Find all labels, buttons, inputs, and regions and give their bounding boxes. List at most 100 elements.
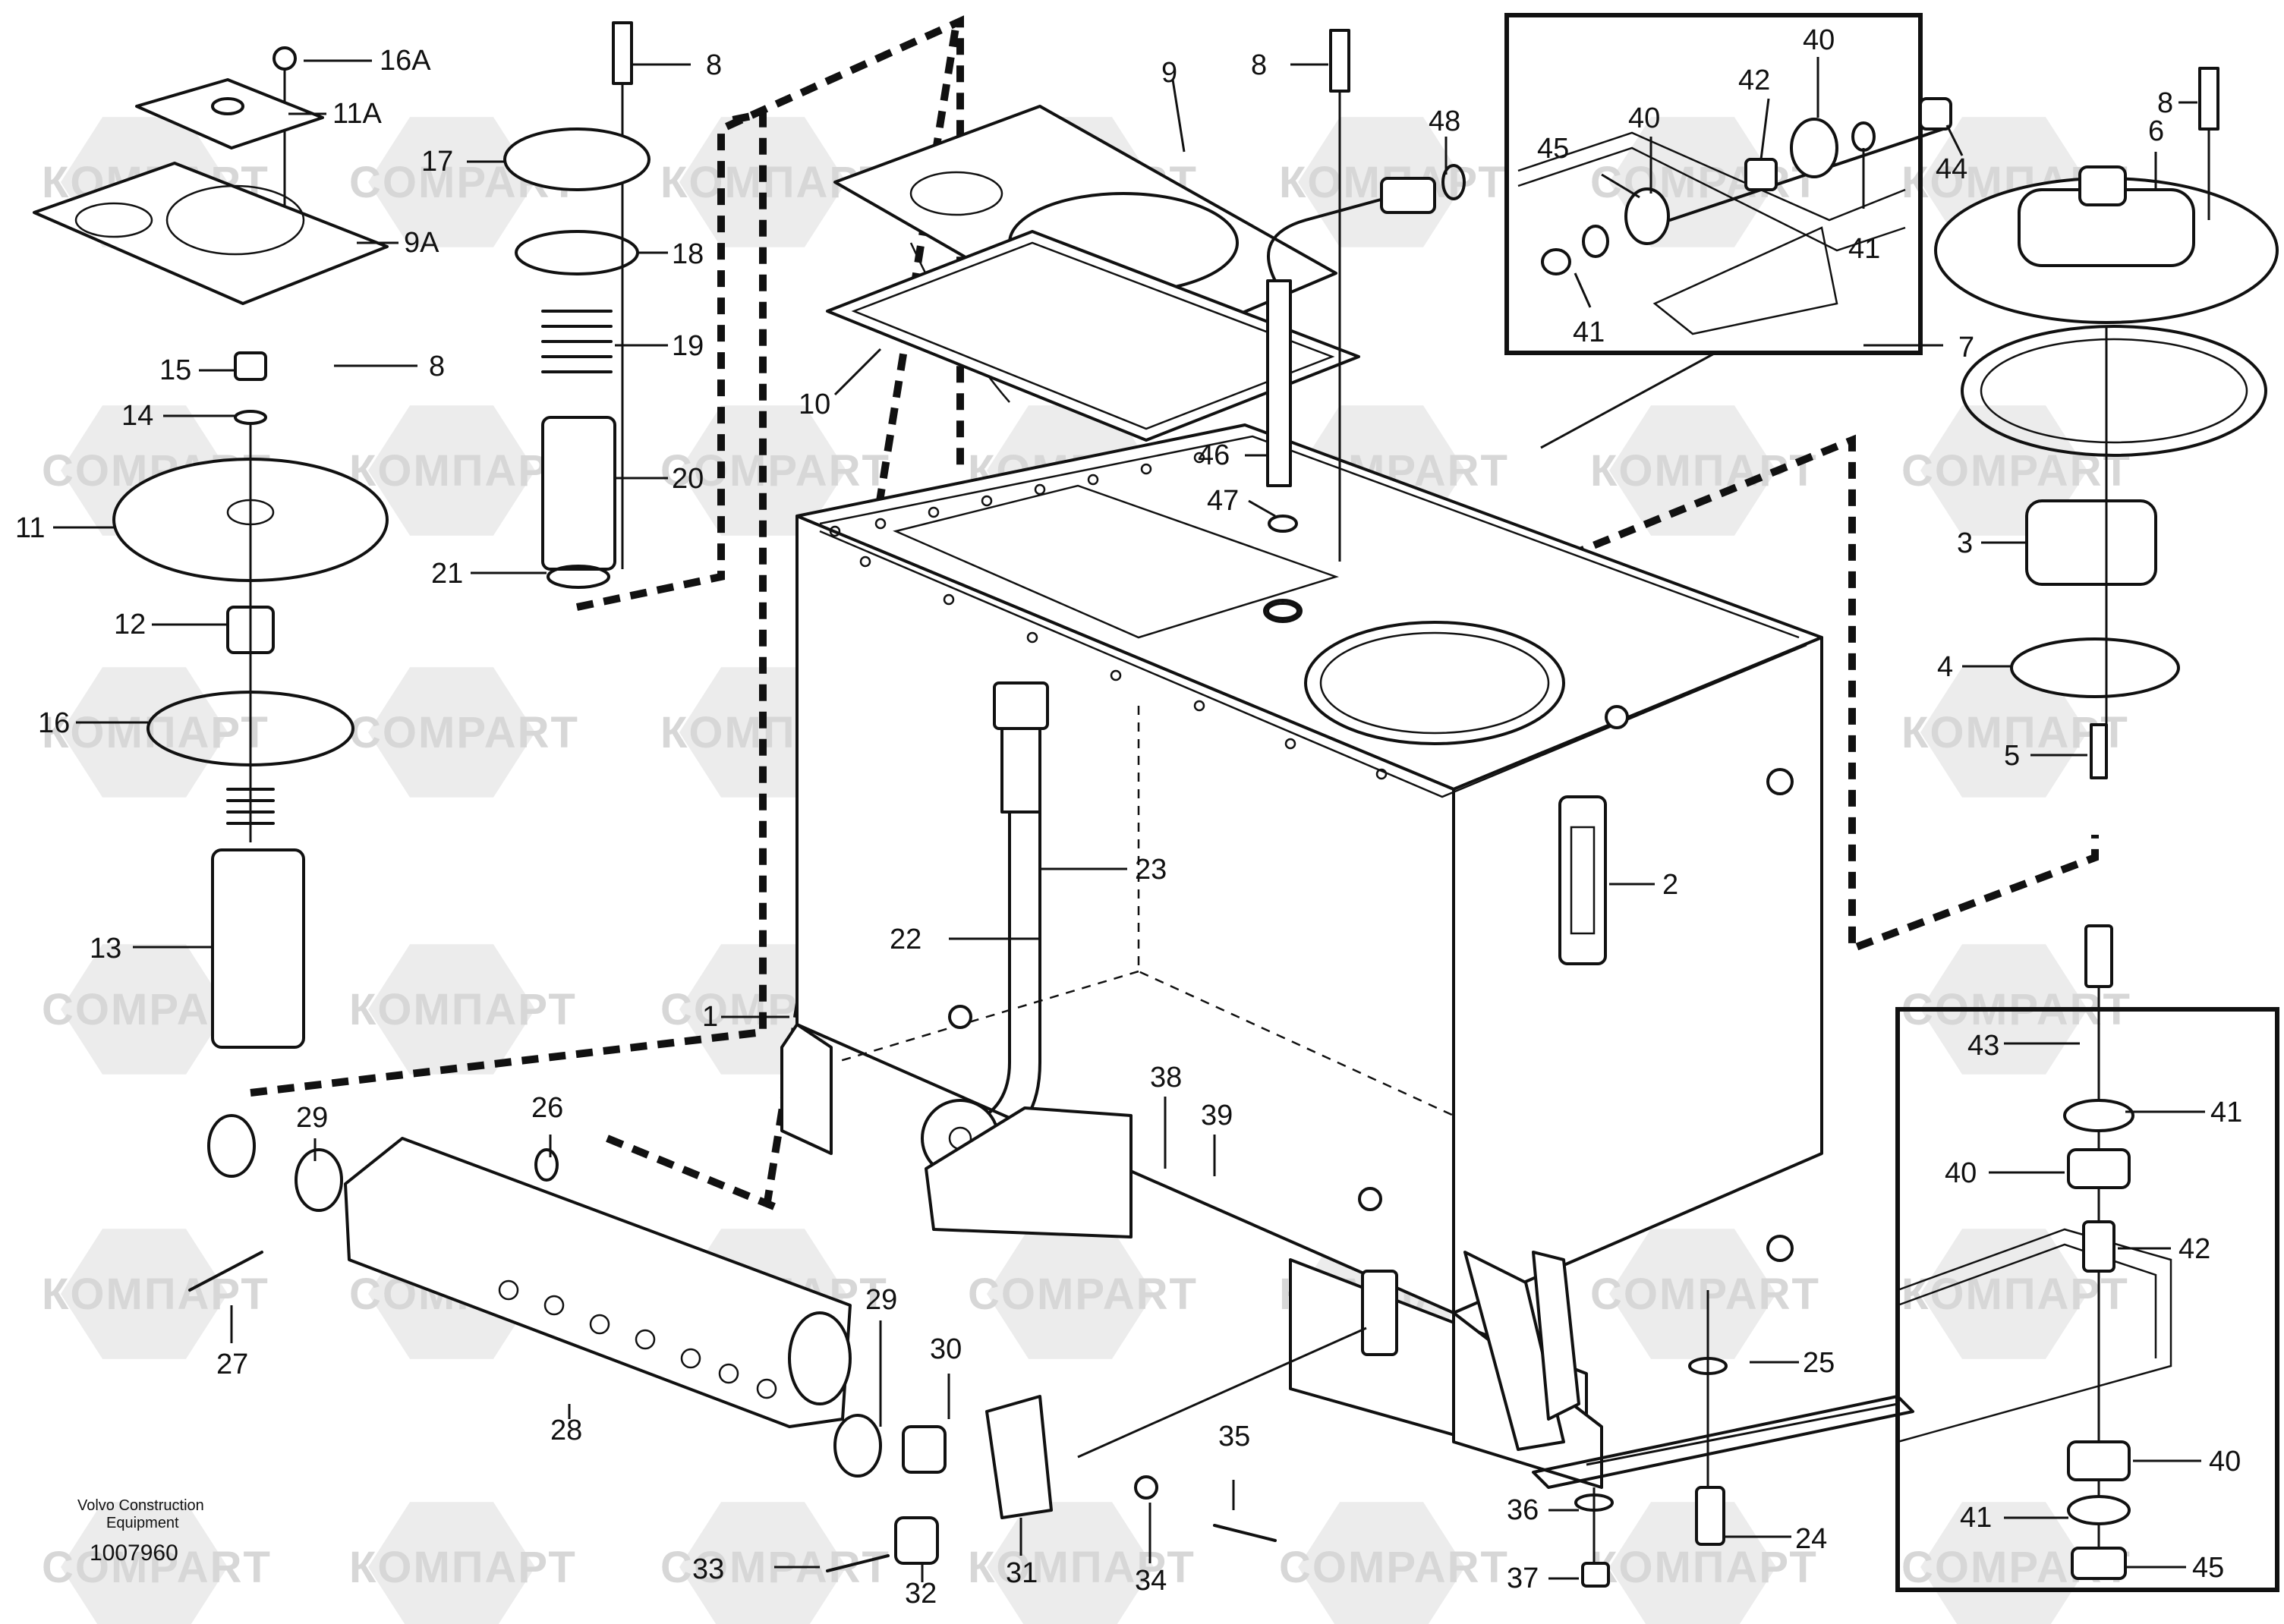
callout-15: 15 (159, 354, 191, 386)
callout-36: 36 (1507, 1494, 1539, 1526)
callout-14: 14 (121, 400, 153, 432)
callout-42-top: 42 (1738, 65, 1770, 96)
callout-30: 30 (930, 1333, 962, 1365)
watermark-text: КОМПАРТ (1901, 1270, 2129, 1319)
watermark-text: COMPART (42, 1543, 272, 1592)
watermark-hexagon (987, 1229, 1154, 1359)
watermark-hexagon (61, 1502, 228, 1624)
callout-9A: 9A (404, 227, 439, 259)
callout-37: 37 (1507, 1563, 1539, 1594)
callout-29-left: 29 (296, 1102, 328, 1134)
breather-filter-assembly (33, 46, 389, 1049)
watermark-hexagon (368, 405, 535, 536)
watermark-hexagon (1609, 1502, 1776, 1624)
callout-labels: 16A 11A 9A 8 8 15 14 11 12 16 13 17 18 1… (15, 24, 2242, 1610)
watermark-hexagon (1609, 1229, 1776, 1359)
callout-16: 16 (38, 707, 70, 739)
watermark-hexagon (1920, 667, 2087, 798)
callout-8-left: 8 (429, 351, 445, 382)
callout-leaders (53, 57, 2205, 1582)
callout-1: 1 (702, 1001, 718, 1033)
callout-19: 19 (672, 330, 704, 362)
callout-6: 6 (2148, 115, 2164, 147)
watermark-hexagon (61, 944, 228, 1075)
top-cover-gasket (826, 230, 1360, 442)
caption-manufacturer: Volvo Construction (77, 1497, 204, 1514)
callout-42-detail: 42 (2178, 1233, 2210, 1265)
callout-41-top-a: 41 (1848, 233, 1880, 265)
callout-39: 39 (1201, 1100, 1233, 1131)
callout-27: 27 (216, 1349, 248, 1380)
callout-32: 32 (905, 1578, 937, 1610)
callout-3: 3 (1957, 527, 1973, 559)
callout-28: 28 (550, 1415, 582, 1446)
watermark-hexagon (1920, 1502, 2087, 1624)
callout-31: 31 (1006, 1557, 1038, 1589)
callout-10: 10 (799, 389, 830, 420)
watermark-hexagon (987, 1502, 1154, 1624)
callout-41-top-b: 41 (1573, 316, 1605, 348)
manifold-assembly (188, 1114, 1398, 1572)
callout-9: 9 (1161, 57, 1177, 89)
watermark-hexagon (368, 1502, 535, 1624)
callout-33: 33 (692, 1553, 724, 1585)
watermark-hexagon (1298, 1502, 1465, 1624)
callout-24: 24 (1795, 1523, 1827, 1555)
watermark-hexagon (368, 667, 535, 798)
callout-40-detail-a: 40 (1945, 1157, 1977, 1189)
callout-46: 46 (1198, 439, 1230, 471)
callout-13: 13 (90, 933, 121, 965)
watermark-text: КОМПАРТ (349, 1543, 577, 1592)
watermark-text: КОМПАРТ (349, 446, 577, 496)
callout-12: 12 (114, 609, 146, 640)
caption-equipment: Equipment (106, 1515, 179, 1531)
callout-5: 5 (2004, 740, 2020, 772)
callout-41-detail-b: 41 (1960, 1502, 1992, 1534)
callout-44: 44 (1936, 153, 1967, 185)
watermark-hexagon (1609, 405, 1776, 536)
callout-18: 18 (672, 238, 704, 270)
watermark-hexagon (368, 944, 535, 1075)
callout-41-detail-a: 41 (2210, 1097, 2242, 1128)
callout-17: 17 (421, 146, 453, 178)
watermark-text: КОМПАРТ (349, 985, 577, 1034)
callout-45-detail: 45 (2192, 1552, 2224, 1584)
callout-7: 7 (1958, 332, 1974, 364)
callout-47: 47 (1207, 485, 1239, 517)
callout-16A: 16A (380, 45, 431, 77)
callout-45-top: 45 (1537, 133, 1569, 165)
callout-4: 4 (1937, 651, 1953, 683)
callout-23: 23 (1135, 854, 1167, 886)
caption-drawing-number: 1007960 (90, 1541, 178, 1566)
callout-48: 48 (1429, 105, 1460, 137)
callout-8-right: 8 (2157, 87, 2173, 119)
watermark-hexagon (1920, 1229, 2087, 1359)
watermark-hexagon (679, 1502, 846, 1624)
watermark-text: COMPART (1590, 1270, 1820, 1319)
callout-2: 2 (1662, 869, 1678, 901)
callout-8-top-center: 8 (1251, 49, 1267, 81)
watermark-text: COMPART (349, 708, 579, 757)
callout-43: 43 (1967, 1030, 1999, 1062)
callout-8-top-left: 8 (706, 49, 722, 81)
callout-40-top-b: 40 (1803, 24, 1835, 56)
watermark-text: COMPART (660, 446, 890, 496)
callout-35: 35 (1218, 1421, 1250, 1452)
callout-38: 38 (1150, 1062, 1182, 1094)
callout-40-detail-b: 40 (2209, 1446, 2241, 1478)
watermark-hexagon (368, 117, 535, 247)
watermark-text: КОМПАРТ (1590, 1543, 1818, 1592)
callout-25: 25 (1803, 1347, 1835, 1379)
callout-21: 21 (431, 558, 463, 590)
detail-view-bottom (1586, 924, 2279, 1592)
watermark-text: COMPART (1279, 1543, 1509, 1592)
callout-22: 22 (890, 924, 921, 955)
drawing-caption: Volvo Construction Equipment 1007960 (77, 1497, 204, 1566)
detail-view-top (1504, 13, 1952, 449)
callout-11: 11 (15, 512, 45, 544)
level-sensor (1263, 29, 1466, 623)
watermark-text: КОМПАРТ (968, 1543, 1196, 1592)
callout-11A: 11A (332, 98, 382, 130)
callout-40-top-a: 40 (1628, 102, 1660, 134)
